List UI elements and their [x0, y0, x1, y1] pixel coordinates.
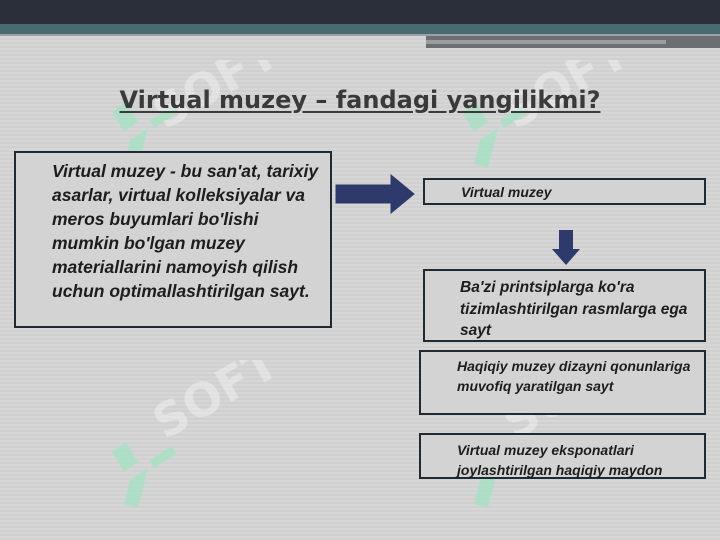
slide-title: Virtual muzey – fandagi yangilikmi?: [119, 86, 601, 114]
branch-text-1: Ba'zi printsiplarga ko'ra tizimlashtiril…: [460, 279, 688, 339]
branch-box-1: Ba'zi printsiplarga ko'ra tizimlashtiril…: [423, 269, 706, 342]
corner-accent-line: [426, 40, 666, 44]
definition-box: Virtual muzey - bu san'at, tarixiy asarl…: [14, 151, 332, 328]
top-header-bar: [0, 0, 720, 24]
top-accent-stripe: [0, 24, 720, 34]
definition-text: Virtual muzey - bu san'at, tarixiy asarl…: [52, 161, 319, 301]
right-arrow: [335, 174, 415, 214]
branch-box-2: Haqiqiy muzey dizayni qonunlariga muvofi…: [419, 350, 706, 415]
down-arrow: [552, 230, 580, 265]
virtual-muzey-box: Virtual muzey: [423, 178, 706, 205]
branch-text-2: Haqiqiy muzey dizayni qonunlariga muvofi…: [457, 358, 691, 394]
virtual-muzey-label: Virtual muzey: [461, 184, 552, 200]
branch-box-3: Virtual muzey eksponatlari joylashtirilg…: [419, 433, 706, 479]
branch-text-3: Virtual muzey eksponatlari joylashtirilg…: [457, 442, 663, 478]
top-divider-line: [0, 34, 720, 36]
